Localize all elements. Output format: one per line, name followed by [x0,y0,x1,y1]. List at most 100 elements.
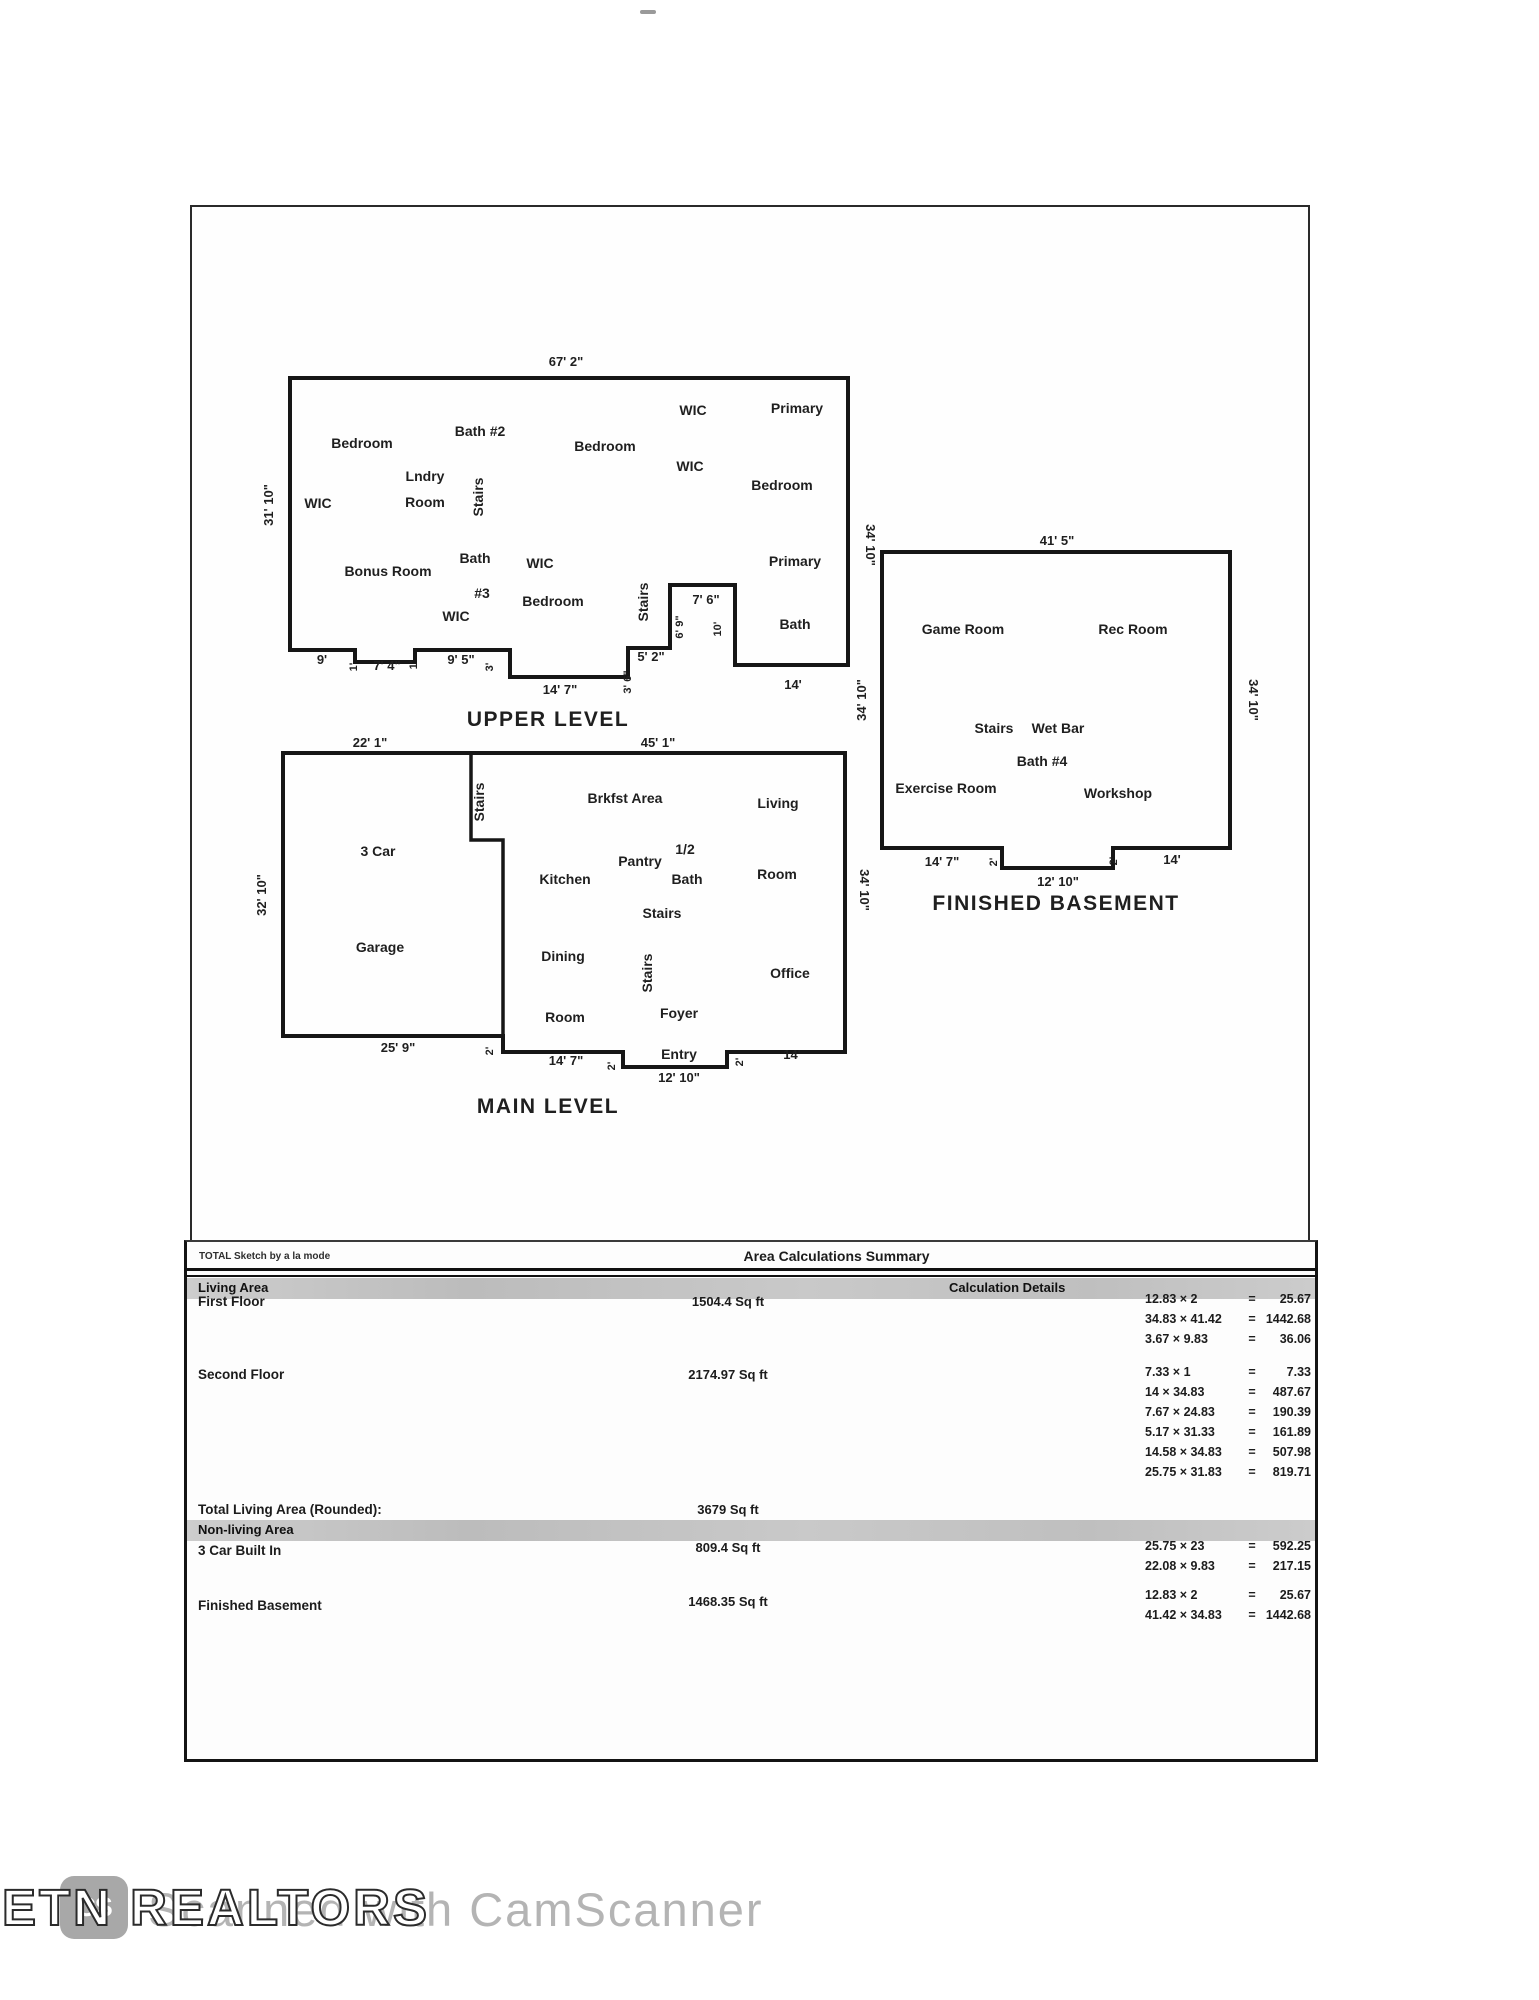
upper-dim: 3' [484,662,496,671]
main-room-foyer: Foyer [660,1005,699,1021]
realtor-watermark-text: ETN REALTORS [1,1878,430,1937]
basement-dim-right: 34' 10" [1246,679,1261,721]
main-room-stairs: Stairs [643,905,682,921]
upper-dim: 1' [408,660,420,669]
upper-room-wic: WIC [442,608,469,624]
calc-expression: 14.58 × 34.83 [1145,1445,1222,1459]
main-room-kitchen: Kitchen [539,871,590,887]
calc-expression: 25.75 × 23 [1145,1539,1205,1553]
basement-dim: 2' [988,857,1000,866]
basement-title: FINISHED BASEMENT [932,892,1179,915]
upper-dim: 14' [784,677,802,692]
main-dim-top-right: 45' 1" [641,735,676,750]
upper-level-title: UPPER LEVEL [467,708,629,731]
first-floor-sqft: 1504.4 Sq ft [691,1294,765,1309]
basement-room-wetbar: Wet Bar [1032,720,1085,736]
calc-equals: = [1248,1445,1256,1459]
basement-room-exercise: Exercise Room [895,780,996,796]
main-dim: 25' 9" [381,1040,416,1055]
main-dim: 2' [734,1057,746,1066]
calc-equals: = [1248,1425,1256,1439]
header-rule [184,1268,1318,1277]
row-second-floor: Second Floor [198,1367,285,1382]
calc-line: 22.08 × 9.83=217.15 [1145,1559,1311,1573]
upper-dim-top: 67' 2" [549,354,584,369]
basement-room-rec: Rec Room [1098,621,1167,637]
calc-result: 217.15 [1272,1559,1311,1573]
row-total-living: Total Living Area (Rounded): [198,1502,382,1517]
calc-result: 36.06 [1279,1332,1311,1346]
calc-result: 190.39 [1272,1405,1311,1419]
living-area-band: Living Area Calculation Details [187,1278,1315,1299]
calc-line: 7.67 × 24.83=190.39 [1145,1405,1311,1419]
main-room-entry: Entry [661,1046,697,1062]
calc-expression: 5.17 × 31.33 [1145,1425,1215,1439]
upper-room-wic: WIC [676,458,703,474]
main-dim-top-left: 22' 1" [353,735,388,750]
upper-room-primary: Primary [771,400,823,416]
main-room-stairs: Stairs [471,782,487,821]
basement-room-workshop: Workshop [1084,785,1152,801]
upper-room-bedroom: Bedroom [751,477,812,493]
upper-room-primary-bath: Primary [769,553,821,569]
calc-equals: = [1248,1588,1256,1602]
basement-room-stairs: Stairs [975,720,1014,736]
calc-result: 507.98 [1272,1445,1311,1459]
sketch-software-note: TOTAL Sketch by a la mode [199,1251,331,1262]
calc-equals: = [1248,1312,1256,1326]
main-room-stairs: Stairs [639,953,655,992]
area-calculations-table: TOTAL Sketch by a la mode Area Calculati… [184,1240,1318,1762]
upper-room-wic: WIC [304,495,331,511]
upper-room-stairs: Stairs [470,477,486,516]
calc-equals: = [1248,1608,1256,1622]
calc-result: 1442.68 [1265,1608,1311,1622]
calc-line: 5.17 × 31.33=161.89 [1145,1425,1311,1439]
upper-room-bath2: Bath #2 [455,423,506,439]
upper-dim: 14' 7" [543,682,578,697]
main-dim: 2' [484,1046,496,1055]
calc-line: 14 × 34.83=487.67 [1145,1385,1311,1399]
main-room-living: Room [757,866,797,882]
main-dim: 12' 10" [658,1070,700,1085]
main-dim-right: 34' 10" [857,869,872,911]
upper-level-outline [288,376,850,679]
basement-dim-left: 34' 10" [854,679,869,721]
calc-equals: = [1248,1465,1256,1479]
calc-result: 1442.68 [1265,1312,1311,1326]
finished-basement-sqft: 1468.35 Sq ft [688,1594,768,1609]
upper-room-bedroom: Bedroom [331,435,392,451]
calc-result: 7.33 [1286,1365,1311,1379]
main-dim: 14' [783,1047,801,1062]
basement-outline [880,550,1232,870]
summary-title: Area Calculations Summary [743,1248,930,1264]
upper-room-bedroom: Bedroom [522,593,583,609]
calc-expression: 7.67 × 24.83 [1145,1405,1215,1419]
calc-expression: 41.42 × 34.83 [1145,1608,1222,1622]
main-dim-left: 32' 10" [254,874,269,916]
row-finished-basement: Finished Basement [198,1598,322,1613]
calc-line: 34.83 × 41.42=1442.68 [1145,1312,1311,1326]
main-room-dining: Room [545,1009,585,1025]
camscanner-watermark-text: Scanned with CamScanner [148,1883,764,1936]
calc-line: 7.33 × 1=7.33 [1145,1365,1311,1379]
basement-dim: 14' [1163,852,1181,867]
upper-dim: 10' [712,621,724,636]
basement-dim: 12' 10" [1037,874,1079,889]
main-level-outline [281,751,847,1069]
calc-expression: 3.67 × 9.83 [1145,1332,1208,1346]
second-floor-sqft: 2174.97 Sq ft [688,1367,768,1382]
basement-dim-top: 41' 5" [1040,533,1075,548]
basement-room-bath4: Bath #4 [1017,753,1068,769]
upper-dim: 1' [348,662,360,671]
calc-equals: = [1248,1332,1256,1346]
main-room-garage: 3 Car [360,843,396,859]
camscanner-logo-letters: CS [76,1892,113,1922]
calc-expression: 25.75 × 31.83 [1145,1465,1222,1479]
upper-room-bonus: Bonus Room [344,563,431,579]
garage-sqft: 809.4 Sq ft [695,1540,761,1555]
upper-dim: 7' 6" [692,592,719,607]
main-dim: 2' [606,1061,618,1070]
calc-line: 12.83 × 2=25.67 [1145,1292,1311,1306]
upper-dim: 5' 2" [637,649,664,664]
